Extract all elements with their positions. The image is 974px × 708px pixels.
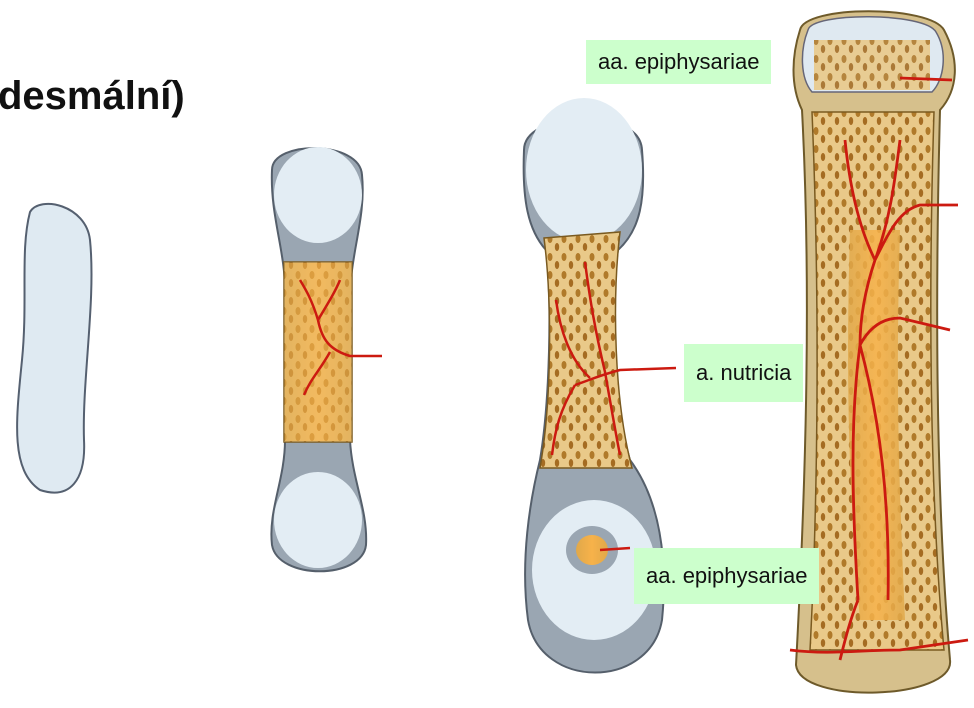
label-nutrient-artery: a. nutricia (684, 344, 803, 402)
stage-2-primary-ossification (271, 147, 382, 571)
stage-1-cartilage-model (17, 204, 91, 493)
label-epiphysial-arteries-bottom: aa. epiphysariae (634, 548, 819, 604)
label-epiphysial-arteries-top: aa. epiphysariae (586, 40, 771, 84)
